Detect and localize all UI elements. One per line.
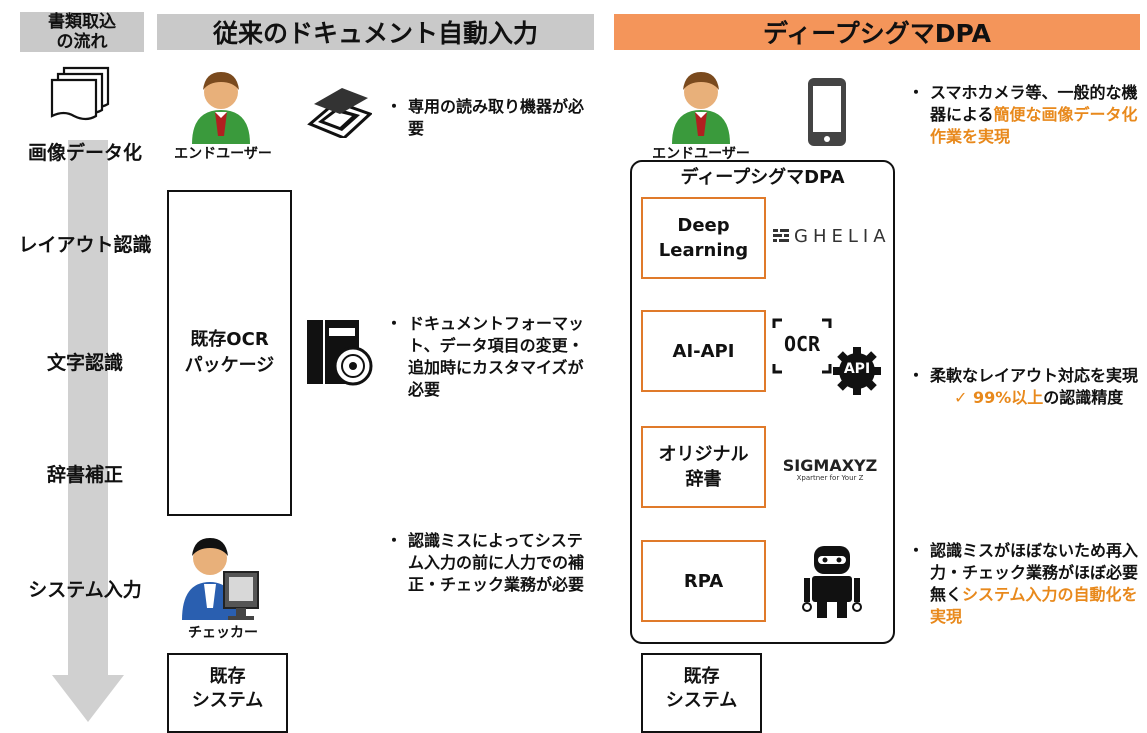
ghelia-logo: GHELIA xyxy=(772,226,891,247)
old-method-header: 従来のドキュメント自動入力 xyxy=(157,14,594,50)
new-bullet-automation-text: 認識ミスがほぼないため再入力・チェック業務がほぼ必要無く xyxy=(930,541,1139,604)
dpa-frame-title: ディープシグマDPA xyxy=(680,167,845,188)
deep-learning-line2: Learning xyxy=(658,240,749,261)
old-existing-system-box: 既存 システム xyxy=(167,653,288,733)
checker-label: チェッカー xyxy=(188,625,258,641)
new-bullet-capture-text: スマホカメラ等、一般的な機器による xyxy=(930,83,1138,124)
old-bullet-manual-check: ・認識ミスによってシステム入力の前に人力での補正・チェック業務が必要 xyxy=(386,531,585,594)
new-bullet-accuracy: ✓ 99%以上の認識精度 xyxy=(954,388,1124,407)
new-existing-system-line1: 既存 xyxy=(683,666,720,687)
checker-user-icon xyxy=(182,538,259,620)
sigmaxyz-logo-text: SIGMAXYZ xyxy=(782,456,878,475)
old-bullet-customization-text: ドキュメントフォーマット、データ項目の変更・追加時にカスタマイズが必要 xyxy=(408,314,585,399)
sigmaxyz-logo: SIGMAXYZ Xpartner for Your Z xyxy=(768,456,892,482)
rpa-box: RPA xyxy=(641,540,766,622)
ocr-package-line1: 既存OCR xyxy=(190,329,269,350)
ghelia-logo-text: GHELIA xyxy=(794,226,891,247)
flow-arrow xyxy=(52,140,124,722)
ocr-icon-frame xyxy=(772,318,832,374)
step-system-input: システム入力 xyxy=(28,579,142,601)
smartphone-icon xyxy=(808,78,846,146)
ghelia-logo-icon xyxy=(773,228,789,242)
user-icon xyxy=(192,72,250,144)
old-bullet-manual-check-text: 認識ミスによってシステム入力の前に人力での補正・チェック業務が必要 xyxy=(408,531,585,594)
step-layout-recognition: レイアウト認識 xyxy=(18,234,152,256)
step-dictionary-correction: 辞書補正 xyxy=(46,464,123,486)
new-end-user-label: エンドユーザー xyxy=(652,146,750,162)
document-stack-icon xyxy=(50,66,110,121)
accuracy-highlight: 99%以上 xyxy=(972,388,1044,407)
api-gear-text: API xyxy=(843,361,871,377)
old-end-user-label: エンドユーザー xyxy=(174,146,272,162)
software-package-icon xyxy=(307,320,373,386)
user-icon xyxy=(672,72,730,144)
sigmaxyz-tagline: Xpartner for Your Z xyxy=(796,474,864,482)
old-existing-system-line1: 既存 xyxy=(209,666,246,687)
step-image-digitization: 画像データ化 xyxy=(27,142,142,164)
dpa-frame xyxy=(630,160,895,644)
new-bullet-capture-highlight: 簡便な画像データ化作業を実現 xyxy=(930,105,1138,146)
deep-learning-line1: Deep xyxy=(677,215,730,236)
old-bullet-dedicated-device: ・専用の読み取り機器が必要 xyxy=(386,97,585,138)
new-bullet-automation: ・認識ミスがほぼないため再入力・チェック業務がほぼ必要無くシステム入力の自動化を… xyxy=(908,541,1139,626)
robot-icon xyxy=(802,546,862,618)
ai-api-box: AI-API xyxy=(641,310,766,392)
flow-header: 書類取込 の流れ xyxy=(20,12,144,52)
old-bullet-dedicated-device-text: 専用の読み取り機器が必要 xyxy=(408,97,585,138)
original-dictionary-box: オリジナル 辞書 xyxy=(641,426,766,508)
new-bullet-layout: ・柔軟なレイアウト対応を実現 ✓ 99%以上の認識精度 xyxy=(908,365,1142,409)
ocr-icon: OCR xyxy=(772,318,832,374)
new-bullet-capture: ・スマホカメラ等、一般的な機器による簡便な画像データ化作業を実現 xyxy=(908,83,1138,146)
api-gear-icon: API xyxy=(832,346,882,396)
old-existing-system-line2: システム xyxy=(191,690,264,711)
scanner-icon xyxy=(307,88,372,138)
api-gear-shape xyxy=(833,347,881,395)
old-bullet-customization: ・ドキュメントフォーマット、データ項目の変更・追加時にカスタマイズが必要 xyxy=(386,314,585,399)
new-bullet-automation-highlight: システム入力の自動化を実現 xyxy=(930,585,1138,626)
new-existing-system-box: 既存 システム xyxy=(641,653,762,733)
accuracy-text: の認識精度 xyxy=(1043,388,1124,407)
deep-learning-box: Deep Learning xyxy=(641,197,766,279)
new-method-header: ディープシグマDPA xyxy=(614,14,1140,50)
flow-header-line2: の流れ xyxy=(56,32,108,52)
ocr-icon-text: OCR xyxy=(783,332,821,356)
step-character-recognition: 文字認識 xyxy=(46,352,123,374)
flow-header-line1: 書類取込 xyxy=(48,12,116,32)
original-dictionary-line1: オリジナル xyxy=(658,444,749,465)
original-dictionary-line2: 辞書 xyxy=(685,469,722,490)
ocr-package-line2: パッケージ xyxy=(184,355,275,376)
new-existing-system-line2: システム xyxy=(665,690,738,711)
new-bullet-layout-text: 柔軟なレイアウト対応を実現 xyxy=(930,366,1139,385)
existing-ocr-package-box: 既存OCR パッケージ xyxy=(167,190,292,516)
